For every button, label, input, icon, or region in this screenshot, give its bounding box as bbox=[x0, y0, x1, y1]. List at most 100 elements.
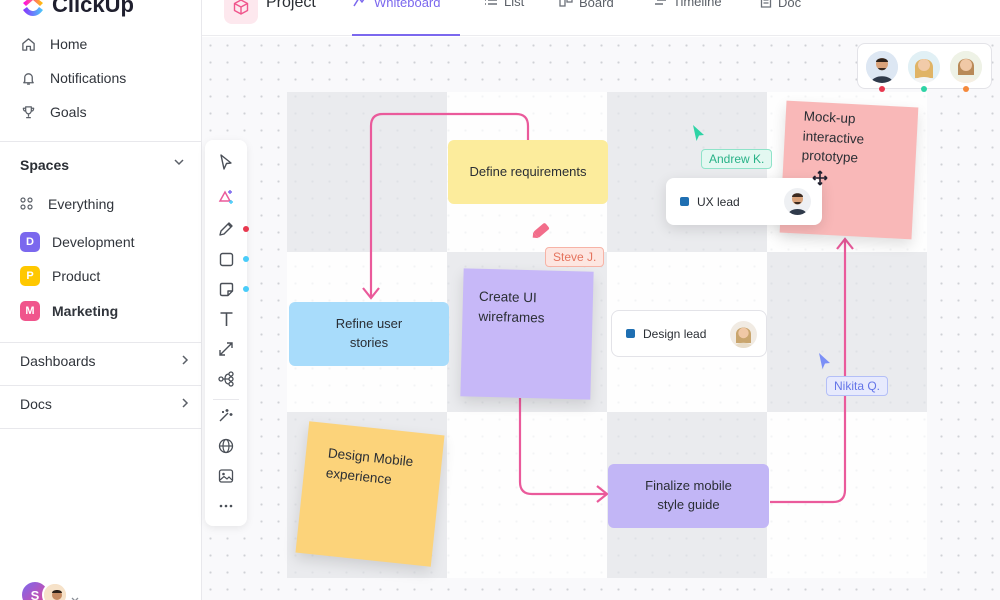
trophy-icon bbox=[20, 104, 36, 120]
tab-list[interactable]: List bbox=[484, 0, 524, 9]
clickup-logo-icon bbox=[23, 0, 43, 16]
status-square-icon bbox=[680, 197, 689, 206]
chevron-right-icon bbox=[180, 396, 190, 412]
tab-timeline[interactable]: Timeline bbox=[653, 0, 722, 9]
logo[interactable]: ClickUp bbox=[20, 0, 134, 18]
more-options-icon[interactable] bbox=[216, 496, 236, 516]
divider bbox=[213, 399, 239, 400]
doc-icon bbox=[760, 0, 772, 11]
nav-label: Goals bbox=[50, 104, 87, 120]
bell-icon bbox=[20, 70, 36, 86]
active-tab-indicator bbox=[352, 34, 460, 36]
mindmap-icon[interactable] bbox=[216, 369, 236, 389]
note-define-requirements[interactable]: Define requirements bbox=[448, 140, 608, 204]
status-dot bbox=[921, 86, 927, 92]
user-photo-avatar bbox=[42, 582, 68, 600]
timeline-icon bbox=[653, 0, 667, 9]
sticky-note-icon[interactable] bbox=[216, 279, 236, 299]
tab-doc[interactable]: Doc bbox=[760, 0, 801, 11]
card-design-lead[interactable]: Design lead bbox=[611, 310, 767, 357]
space-development[interactable]: D Development bbox=[20, 231, 135, 253]
cursor-label-andrew: Andrew K. bbox=[701, 149, 773, 169]
tab-label: Timeline bbox=[673, 0, 722, 9]
assignee-avatar bbox=[784, 188, 811, 215]
app-name: ClickUp bbox=[52, 0, 134, 17]
cursor-label-steve: Steve J. bbox=[545, 247, 605, 267]
board-icon bbox=[559, 0, 573, 10]
cursor-label-nikita: Nikita Q. bbox=[826, 376, 889, 396]
space-marketing[interactable]: M Marketing bbox=[20, 300, 118, 322]
sticky-design-mobile[interactable]: Design Mobile experience bbox=[295, 421, 445, 567]
nav-notifications[interactable]: Notifications bbox=[20, 67, 126, 89]
pen-icon[interactable] bbox=[216, 219, 236, 239]
card-label: UX lead bbox=[697, 194, 740, 209]
chevron-right-icon bbox=[180, 353, 190, 369]
globe-icon[interactable] bbox=[216, 436, 236, 456]
sticky-color-dot bbox=[243, 286, 249, 292]
whiteboard-icon bbox=[352, 0, 368, 11]
view-topbar: Project Whiteboard List Board Timeline D… bbox=[202, 0, 1000, 36]
space-everything[interactable]: Everything bbox=[20, 193, 114, 215]
sticky-create-ui-wireframes[interactable]: Create UI wireframes bbox=[460, 268, 594, 400]
image-icon[interactable] bbox=[216, 466, 236, 486]
ai-create-icon[interactable] bbox=[216, 187, 236, 207]
user-menu[interactable]: S bbox=[20, 580, 79, 600]
status-dot bbox=[963, 86, 969, 92]
docs-section[interactable]: Docs bbox=[20, 396, 190, 412]
card-ux-lead[interactable]: UX lead bbox=[666, 178, 822, 225]
dashboards-label: Dashboards bbox=[20, 353, 96, 369]
chevron-down-icon[interactable] bbox=[173, 155, 185, 171]
note-finalize-style-guide[interactable]: Finalize mobile style guide bbox=[608, 464, 769, 528]
nav-goals[interactable]: Goals bbox=[20, 101, 87, 123]
cube-icon bbox=[224, 0, 258, 24]
status-square-icon bbox=[626, 329, 635, 338]
text-icon[interactable] bbox=[216, 309, 236, 329]
tab-label: List bbox=[504, 0, 525, 9]
magic-wand-icon[interactable] bbox=[216, 405, 236, 425]
sidebar: ClickUp Home Notifications Goals Spaces bbox=[0, 0, 202, 600]
nav-label: Notifications bbox=[50, 70, 127, 86]
spaces-heading[interactable]: Spaces bbox=[20, 157, 70, 173]
dashboards-section[interactable]: Dashboards bbox=[20, 353, 190, 369]
select-pointer-icon[interactable] bbox=[216, 152, 236, 172]
space-label: Marketing bbox=[52, 303, 119, 319]
move-icon[interactable] bbox=[812, 170, 828, 191]
assignee-avatar bbox=[730, 321, 757, 348]
collaborator-avatar[interactable] bbox=[866, 51, 898, 83]
nav-home[interactable]: Home bbox=[20, 33, 87, 55]
cursor-arrow-icon bbox=[692, 124, 706, 147]
collaborator-avatar[interactable] bbox=[950, 51, 982, 83]
docs-label: Docs bbox=[20, 396, 52, 412]
divider bbox=[0, 428, 202, 429]
tab-whiteboard[interactable]: Whiteboard bbox=[352, 0, 440, 11]
collaborator-avatar[interactable] bbox=[908, 51, 940, 83]
rectangle-icon[interactable] bbox=[216, 249, 236, 269]
grid-icon bbox=[20, 197, 34, 211]
pen-color-dot bbox=[243, 226, 249, 232]
space-product[interactable]: P Product bbox=[20, 265, 100, 287]
divider bbox=[0, 141, 202, 142]
space-badge: M bbox=[20, 301, 40, 321]
chevron-down-icon bbox=[71, 590, 79, 600]
tab-label: Doc bbox=[778, 0, 802, 10]
home-icon bbox=[20, 36, 36, 52]
grid-cell bbox=[767, 412, 927, 578]
nav-label: Home bbox=[50, 36, 88, 52]
tab-board[interactable]: Board bbox=[559, 0, 614, 10]
space-badge: D bbox=[20, 232, 40, 252]
space-label: Product bbox=[52, 268, 101, 284]
collaborators-panel[interactable] bbox=[857, 43, 992, 92]
grid-cell bbox=[287, 92, 447, 252]
status-dot bbox=[879, 86, 885, 92]
project-title: Project bbox=[266, 0, 316, 11]
space-label: Development bbox=[52, 234, 135, 250]
shape-color-dot bbox=[243, 256, 249, 262]
note-refine-user-stories[interactable]: Refine user stories bbox=[289, 302, 449, 366]
pen-cursor-icon bbox=[528, 219, 555, 246]
divider bbox=[0, 385, 202, 386]
tab-label: Board bbox=[579, 0, 614, 10]
connector-icon[interactable] bbox=[216, 339, 236, 359]
tab-label: Whiteboard bbox=[374, 0, 441, 10]
card-label: Design lead bbox=[643, 326, 707, 341]
